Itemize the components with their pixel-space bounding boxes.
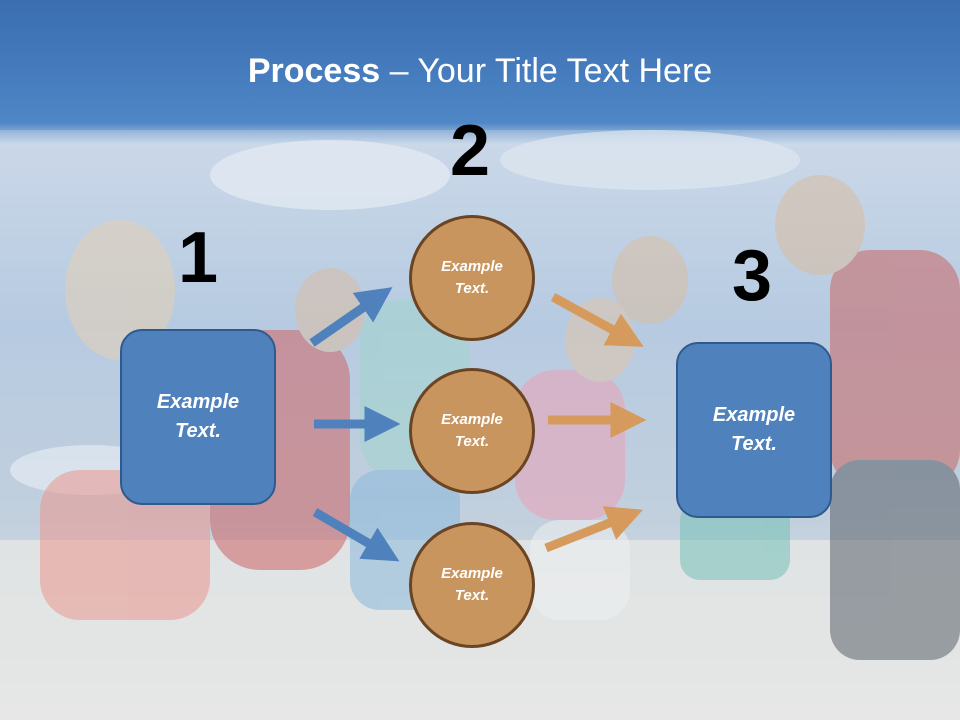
left-process-box: Example Text. xyxy=(120,329,276,505)
right-process-box: Example Text. xyxy=(676,342,832,518)
title-rest: – Your Title Text Here xyxy=(380,52,713,90)
process-circle-3: Example Text. xyxy=(409,522,535,648)
process-circle-1: Example Text. xyxy=(409,215,535,341)
right-box-text: Example Text. xyxy=(712,404,796,455)
title-bold: Process xyxy=(247,52,381,90)
slide-title: Process – Your Title Text Here xyxy=(0,52,960,91)
arrow-box-to-circle-3 xyxy=(312,508,400,562)
process-circle-2: Example Text. xyxy=(409,368,535,494)
step-number-1: 1 xyxy=(178,218,219,298)
circle-3-text: Example Text. xyxy=(441,564,503,605)
circle-2-text: Example Text. xyxy=(441,410,503,451)
circle-1-text: Example Text. xyxy=(441,257,503,298)
step-number-3: 3 xyxy=(732,236,773,316)
step-number-2: 2 xyxy=(450,111,491,191)
arrow-circle-1-to-box xyxy=(550,293,644,347)
arrow-circle-3-to-box xyxy=(544,506,643,553)
arrow-box-to-circle-1 xyxy=(309,287,393,347)
left-box-text: Example Text. xyxy=(156,391,240,442)
